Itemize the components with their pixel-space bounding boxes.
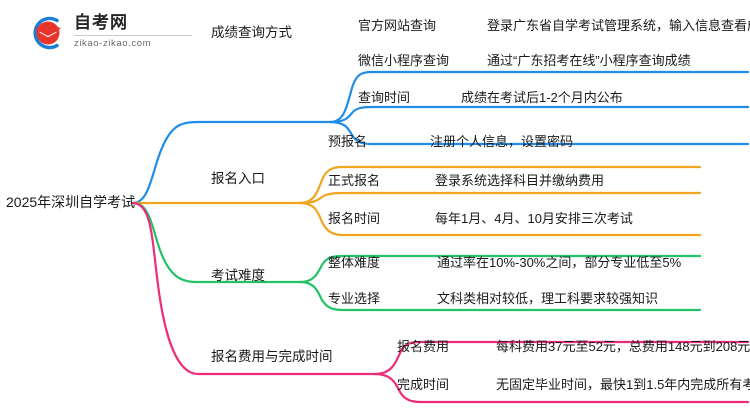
leaf-desc-4-2: 无固定毕业时间，最快1到1.5年内完成所有考试	[496, 377, 750, 392]
leaf-label-1-3[interactable]: 查询时间	[358, 90, 411, 105]
leaf-desc-2-3: 每年1月、4月、10月安排三次考试	[435, 211, 633, 226]
leaf-label-4-1[interactable]: 报名费用	[397, 339, 450, 354]
leaf-desc-2-1: 注册个人信息，设置密码	[430, 134, 574, 149]
leaf-desc-3-1: 通过率在10%-30%之间，部分专业低至5%	[437, 255, 682, 270]
leaf-desc-4-1: 每科费用37元至52元，总费用148元到208元	[496, 339, 750, 354]
leaf-label-3-1[interactable]: 整体难度	[328, 255, 381, 270]
leaf-desc-1-3: 成绩在考试后1-2个月内公布	[461, 90, 623, 105]
logo-subtitle: zikao-zikao.com	[74, 38, 152, 49]
logo-text: 自考网 zikao-zikao.com	[74, 12, 194, 49]
leaf-label-2-3[interactable]: 报名时间	[328, 211, 381, 226]
site-logo: 自考网 zikao-zikao.com	[26, 12, 196, 54]
logo-divider	[74, 35, 192, 36]
mindmap-root-node[interactable]: 2025年深圳自学考试	[6, 194, 136, 210]
leaf-desc-1-2: 通过“广东招考在线”小程序查询成绩	[487, 53, 691, 68]
branch-label-2[interactable]: 报名入口	[211, 171, 265, 186]
leaf-label-3-2[interactable]: 专业选择	[328, 291, 381, 306]
leaf-label-2-1[interactable]: 预报名	[328, 134, 368, 149]
leaf-desc-2-2: 登录系统选择科目并缴纳费用	[435, 173, 605, 188]
branch-label-1[interactable]: 成绩查询方式	[211, 25, 292, 40]
leaf-desc-1-1: 登录广东省自学考试管理系统，输入信息查看成绩	[487, 18, 750, 33]
logo-title: 自考网	[74, 13, 128, 32]
leaf-label-2-2[interactable]: 正式报名	[328, 173, 381, 188]
leaf-label-4-2[interactable]: 完成时间	[397, 377, 450, 392]
leaf-label-1-1[interactable]: 官方网站查询	[358, 18, 437, 33]
branch-label-3[interactable]: 考试难度	[211, 268, 265, 283]
branch-label-4[interactable]: 报名费用与完成时间	[211, 349, 333, 364]
leaf-label-1-2[interactable]: 微信小程序查询	[358, 53, 450, 68]
leaf-desc-3-2: 文科类相对较低，理工科要求较强知识	[437, 291, 659, 306]
zikao-logo-icon	[33, 16, 61, 50]
